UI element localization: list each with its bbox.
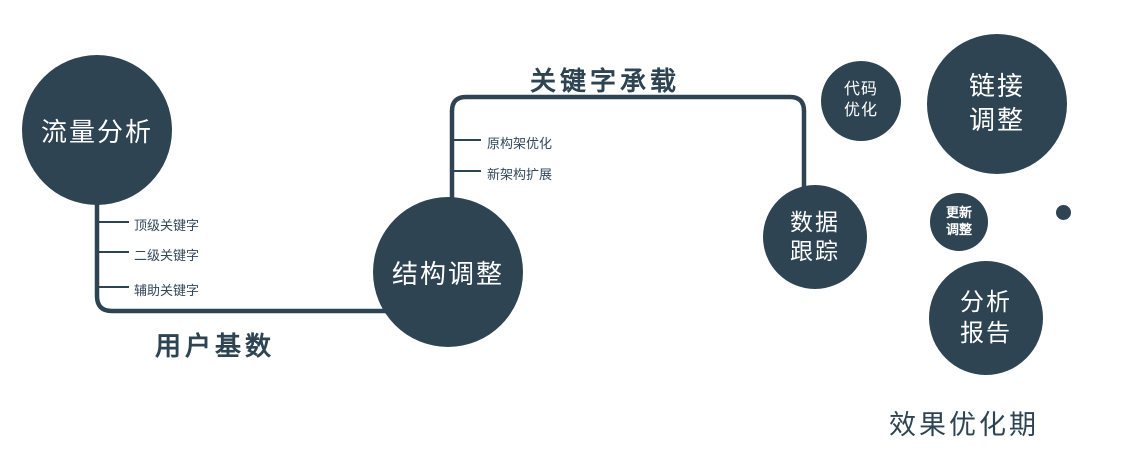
- node-structure-adjustment: 结构调整: [373, 197, 523, 347]
- node-code-optimization: 代码 优化: [821, 61, 901, 141]
- node-data-tracking-line2: 跟踪: [790, 238, 840, 264]
- node-traffic-analysis-label: 流量分析: [40, 116, 153, 147]
- node-link-adjustment: 链接 调整: [927, 34, 1067, 174]
- node-link-adjustment-line1: 链接: [968, 71, 1025, 102]
- edge-label-user-base: 用户基数: [155, 331, 276, 361]
- branch-label-new-architecture: 新架构扩展: [487, 167, 553, 182]
- branch-label-original-architecture: 原构架优化: [487, 136, 553, 151]
- node-update-adjustment-line2: 调整: [945, 222, 972, 237]
- node-code-optimization-line2: 优化: [843, 102, 878, 119]
- node-traffic-analysis: 流量分析: [22, 55, 172, 205]
- connector-traffic-to-structure: [94, 190, 392, 314]
- connector-structure-to-tracking: [449, 94, 807, 210]
- node-analysis-report: 分析 报告: [929, 261, 1043, 375]
- node-code-optimization-line1: 代码: [843, 81, 878, 99]
- branch-label-secondary-keyword: 二级关键字: [134, 248, 200, 263]
- node-update-adjustment: 更新 调整: [930, 193, 988, 251]
- node-link-adjustment-line2: 调整: [968, 105, 1025, 135]
- node-structure-adjustment-label: 结构调整: [391, 258, 504, 289]
- branch-label-top-keyword: 顶级关键字: [134, 218, 200, 233]
- node-data-tracking: 数据 跟踪: [763, 185, 867, 289]
- node-data-tracking-line1: 数据: [790, 209, 840, 236]
- node-analysis-report-line1: 分析: [960, 288, 1012, 316]
- node-update-adjustment-line1: 更新: [945, 205, 972, 221]
- node-analysis-report-line2: 报告: [960, 320, 1012, 347]
- label-effect-optimization-period: 效果优化期: [889, 410, 1039, 440]
- edge-label-keyword-carrying: 关键字承载: [530, 66, 681, 96]
- branch-label-auxiliary-keyword: 辅助关键字: [134, 283, 200, 298]
- bullet-dot: [1056, 205, 1071, 220]
